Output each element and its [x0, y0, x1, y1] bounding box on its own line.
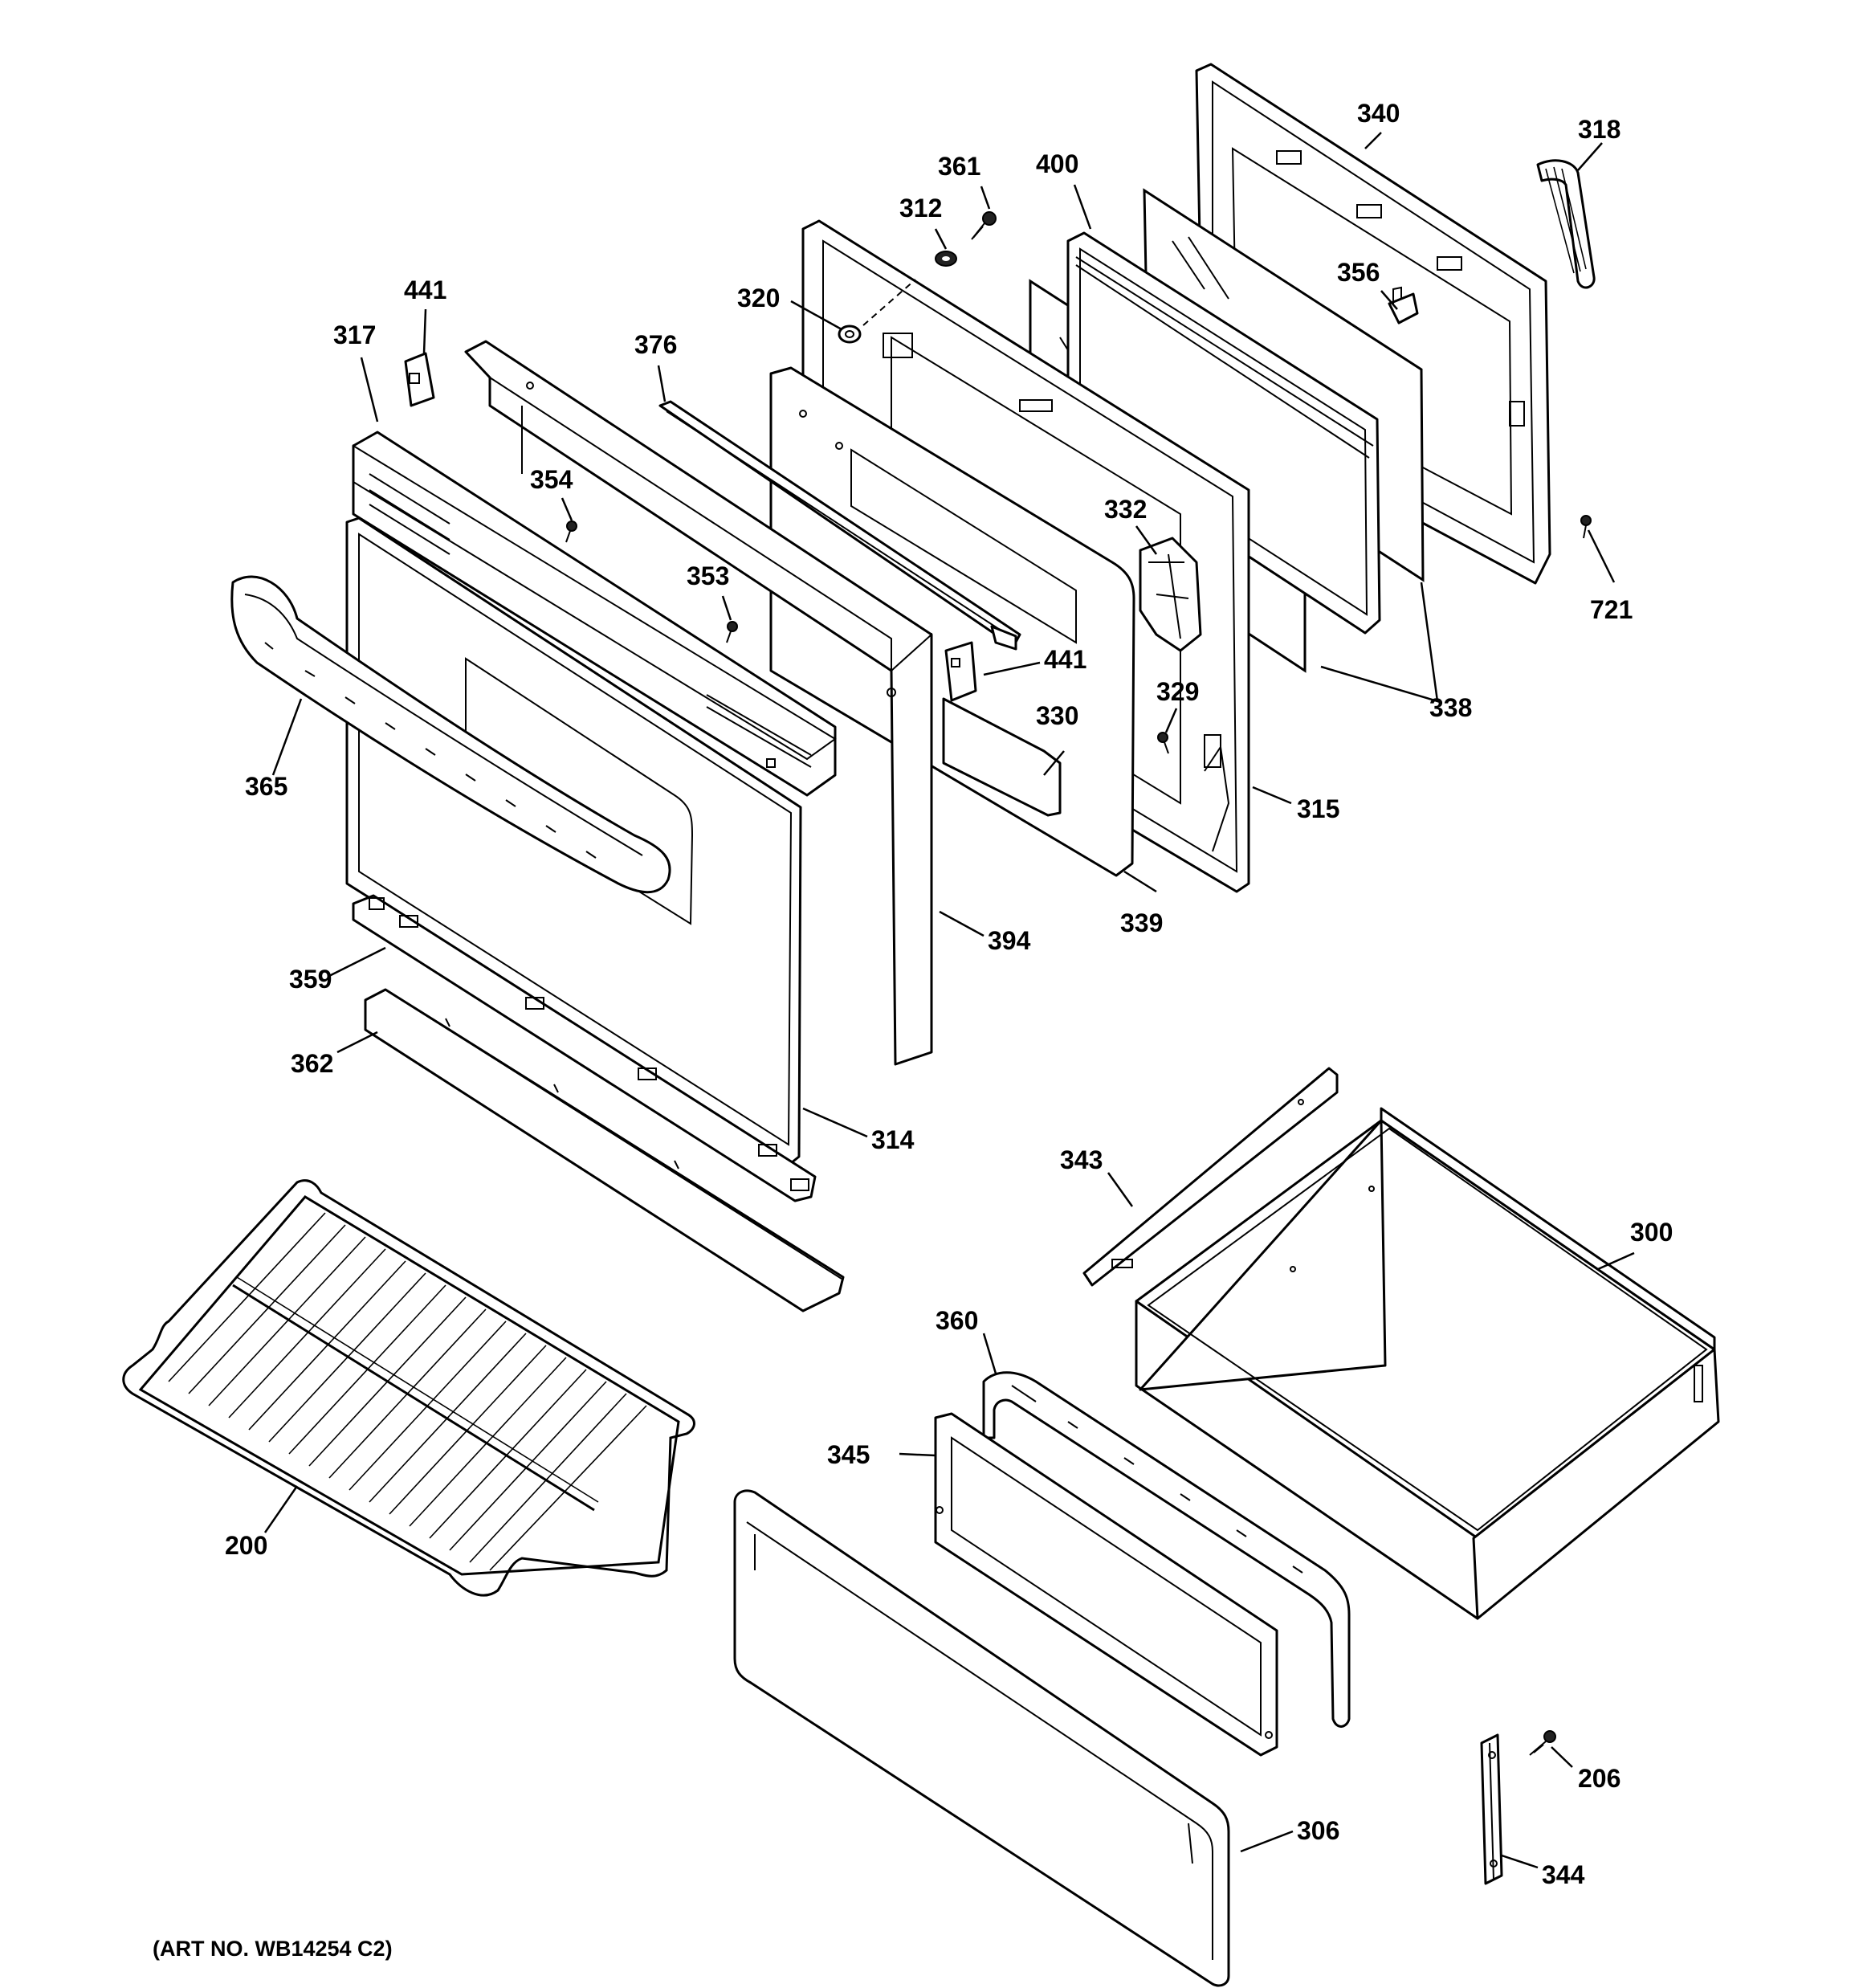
part-441-bracket-lower — [944, 641, 977, 702]
part-343-drawer-slide — [1082, 1067, 1339, 1287]
callout-labels: 340 318 361 400 312 356 320 441 317 376 … — [225, 99, 1673, 1889]
callout-400: 400 — [1036, 149, 1078, 178]
callout-360: 360 — [936, 1306, 978, 1335]
part-362-door-bottom-trim — [364, 988, 845, 1312]
callout-318: 318 — [1578, 115, 1620, 144]
callout-359: 359 — [289, 965, 332, 994]
callout-353: 353 — [687, 561, 729, 590]
callout-300: 300 — [1630, 1218, 1673, 1247]
callout-306: 306 — [1297, 1816, 1339, 1845]
callout-356: 356 — [1337, 258, 1380, 287]
part-353-screw — [726, 621, 738, 643]
callout-362: 362 — [291, 1049, 333, 1078]
part-721-screw — [1580, 515, 1592, 539]
part-318-door-gasket — [1536, 159, 1596, 289]
callout-343: 343 — [1060, 1145, 1103, 1174]
leader-lines — [263, 132, 1635, 1869]
callout-332: 332 — [1104, 495, 1147, 524]
callout-338: 338 — [1429, 693, 1472, 722]
part-320-spacer — [838, 279, 916, 344]
callout-340: 340 — [1357, 99, 1400, 128]
callout-315: 315 — [1297, 794, 1339, 823]
part-394-door-frame — [464, 340, 933, 1066]
callout-345: 345 — [827, 1440, 870, 1469]
part-312-washer — [935, 251, 957, 267]
part-329-screw — [1157, 732, 1169, 754]
part-344-drawer-bracket — [1480, 1733, 1503, 1885]
part-317-vent-trim — [352, 431, 837, 797]
part-206-screw — [1529, 1730, 1556, 1756]
callout-200: 200 — [225, 1531, 267, 1560]
part-330-window-trim — [942, 697, 1062, 817]
callout-339: 339 — [1120, 908, 1163, 937]
part-345-drawer-panel — [934, 1412, 1278, 1757]
callout-354: 354 — [530, 465, 573, 494]
part-332-insulation — [1139, 537, 1202, 652]
callout-441-upper: 441 — [404, 276, 446, 304]
part-365-door-handle — [230, 575, 671, 894]
art-number-caption: (ART NO. WB14254 C2) — [153, 1937, 393, 1961]
callout-365: 365 — [245, 772, 287, 801]
part-300-drawer-body — [1135, 1107, 1720, 1620]
part-200-oven-rack — [122, 1179, 695, 1597]
callout-344: 344 — [1542, 1860, 1585, 1889]
callout-314: 314 — [871, 1125, 915, 1154]
part-376-channel — [658, 400, 1021, 651]
callout-312: 312 — [899, 194, 942, 222]
part-356-clip — [1388, 286, 1419, 325]
part-361-screw — [971, 211, 997, 240]
callout-330: 330 — [1036, 701, 1078, 730]
callout-376: 376 — [634, 330, 677, 359]
part-306-drawer-front — [733, 1489, 1230, 1987]
callout-441-lower: 441 — [1044, 645, 1086, 674]
part-360-drawer-frame — [982, 1371, 1351, 1728]
callout-721: 721 — [1590, 595, 1633, 624]
callout-329: 329 — [1156, 677, 1199, 706]
callout-320: 320 — [737, 284, 780, 312]
callout-361: 361 — [938, 152, 980, 181]
callout-206: 206 — [1578, 1764, 1620, 1793]
part-359-bottom-trim — [352, 894, 817, 1202]
part-441-bracket-upper — [404, 352, 435, 407]
callout-394: 394 — [988, 926, 1031, 955]
part-354-screw — [565, 520, 577, 543]
part-339-inner-panel — [769, 366, 1135, 877]
callout-317: 317 — [333, 320, 376, 349]
